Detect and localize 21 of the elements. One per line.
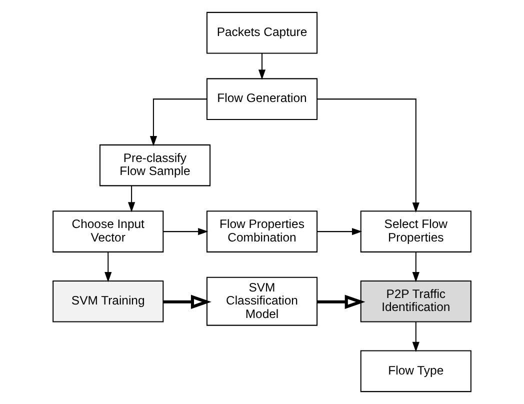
node-box: Flow Type (360, 350, 472, 392)
arrow (317, 228, 362, 236)
arrow (258, 53, 266, 80)
node-box: SVM Training (52, 280, 164, 322)
arrow (150, 98, 207, 146)
arrow (317, 98, 420, 213)
arrow (128, 186, 136, 212)
arrow (412, 322, 420, 352)
arrow (104, 252, 112, 282)
arrow (412, 252, 420, 282)
node-box: Select Flow Properties (360, 210, 472, 252)
arrow (317, 294, 366, 310)
node-box: Pre-classify Flow Sample (99, 144, 211, 186)
node-box: SVM Classification Model (206, 276, 318, 326)
arrow (163, 228, 208, 236)
node-box: Packets Capture (206, 12, 318, 54)
arrow (163, 294, 212, 310)
node-box: Flow Generation (206, 78, 318, 120)
node-box: Choose Input Vector (52, 210, 164, 252)
node-box: Flow Properties Combination (206, 210, 318, 252)
node-box: P2P Traffic Identification (360, 280, 472, 322)
